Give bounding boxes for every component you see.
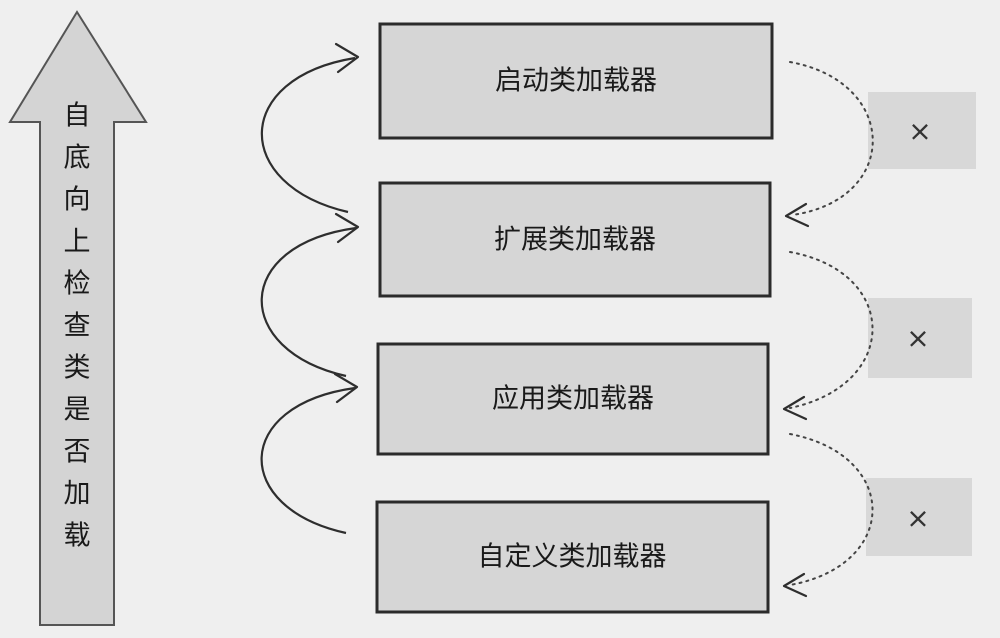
arrow-char: 是 <box>64 395 91 426</box>
up-arrow-shape <box>8 10 148 626</box>
arrow-head <box>782 395 808 421</box>
loader-box-extension: 扩展类加载器 <box>378 181 772 298</box>
arrow-head <box>333 372 359 404</box>
arrow-char: 上 <box>64 227 91 258</box>
loader-box-rect <box>378 22 774 140</box>
rejection-box-rect <box>866 478 972 556</box>
cross-icon: × <box>906 322 929 355</box>
arrow-head <box>334 212 360 244</box>
loader-label: 应用类加载器 <box>492 384 654 415</box>
delegation-arc <box>260 226 357 378</box>
fallback-arc <box>789 251 874 409</box>
loader-box-application: 应用类加载器 <box>376 342 770 456</box>
loader-box-bootstrap: 启动类加载器 <box>378 22 774 140</box>
rejection-box-rect <box>868 298 972 378</box>
delegation-arc <box>260 386 356 535</box>
loader-label: 启动类加载器 <box>495 66 657 97</box>
arrow-head <box>334 42 360 74</box>
fallback-arc-bootstrap-to-extension <box>784 61 874 228</box>
arrow-char: 检 <box>64 269 91 300</box>
arrow-char: 加 <box>64 479 91 510</box>
loader-label: 扩展类加载器 <box>494 225 656 256</box>
delegation-arc <box>260 56 356 214</box>
arrow-char: 向 <box>64 185 91 216</box>
rejection-box-1: × <box>868 92 976 169</box>
arrow-char: 查 <box>64 311 91 342</box>
arrow-head <box>782 572 808 598</box>
arrow-head <box>784 202 810 228</box>
delegation-arc-application-to-extension <box>260 212 360 378</box>
rejection-box-rect <box>868 92 976 169</box>
loader-box-rect <box>375 500 770 614</box>
fallback-arc-application-to-custom <box>782 433 874 598</box>
delegation-arc-custom-to-application <box>260 372 359 535</box>
bottom-up-check-arrow: 自 底 向 上 检 查 类 是 否 加 载 <box>8 10 148 626</box>
loader-box-rect <box>378 181 772 298</box>
fallback-arc-extension-to-application <box>782 251 874 421</box>
cross-icon: × <box>906 502 929 535</box>
arrow-char: 类 <box>64 353 91 384</box>
arrow-char: 否 <box>64 437 91 468</box>
fallback-arc <box>789 61 874 216</box>
delegation-arc-extension-to-bootstrap <box>260 42 360 214</box>
arrow-char: 底 <box>64 143 91 174</box>
cross-icon: × <box>908 115 931 148</box>
fallback-arc <box>789 433 874 586</box>
loader-box-custom: 自定义类加载器 <box>375 500 770 614</box>
loader-label: 自定义类加载器 <box>478 542 667 573</box>
arrow-char: 自 <box>64 101 91 132</box>
rejection-box-3: × <box>866 478 972 556</box>
arrow-char: 载 <box>64 521 91 552</box>
rejection-box-2: × <box>868 298 972 378</box>
loader-box-rect <box>376 342 770 456</box>
